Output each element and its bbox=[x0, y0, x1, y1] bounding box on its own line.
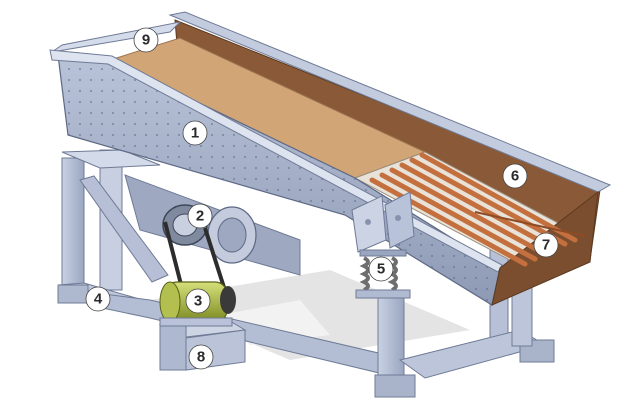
callout-7-label: 7 bbox=[542, 237, 550, 254]
callout-8: 8 bbox=[188, 344, 214, 370]
callout-4: 4 bbox=[85, 286, 111, 312]
callout-3-label: 3 bbox=[194, 293, 202, 310]
callout-7: 7 bbox=[533, 232, 559, 258]
callout-6-label: 6 bbox=[511, 168, 519, 185]
spring-brackets bbox=[351, 191, 415, 253]
callout-5-label: 5 bbox=[377, 261, 385, 278]
callout-5: 5 bbox=[368, 256, 394, 282]
callout-6: 6 bbox=[502, 163, 528, 189]
callout-1-label: 1 bbox=[191, 125, 199, 142]
callout-3: 3 bbox=[185, 288, 211, 314]
callout-4-label: 4 bbox=[94, 291, 103, 308]
callout-8-label: 8 bbox=[197, 349, 205, 366]
callout-9: 9 bbox=[133, 27, 159, 53]
grizzly-bars bbox=[369, 152, 586, 267]
callout-1: 1 bbox=[182, 120, 208, 146]
callout-2-label: 2 bbox=[196, 208, 204, 225]
callout-9-label: 9 bbox=[142, 32, 150, 49]
feeder-trough bbox=[49, 11, 612, 306]
callout-2: 2 bbox=[187, 203, 213, 229]
